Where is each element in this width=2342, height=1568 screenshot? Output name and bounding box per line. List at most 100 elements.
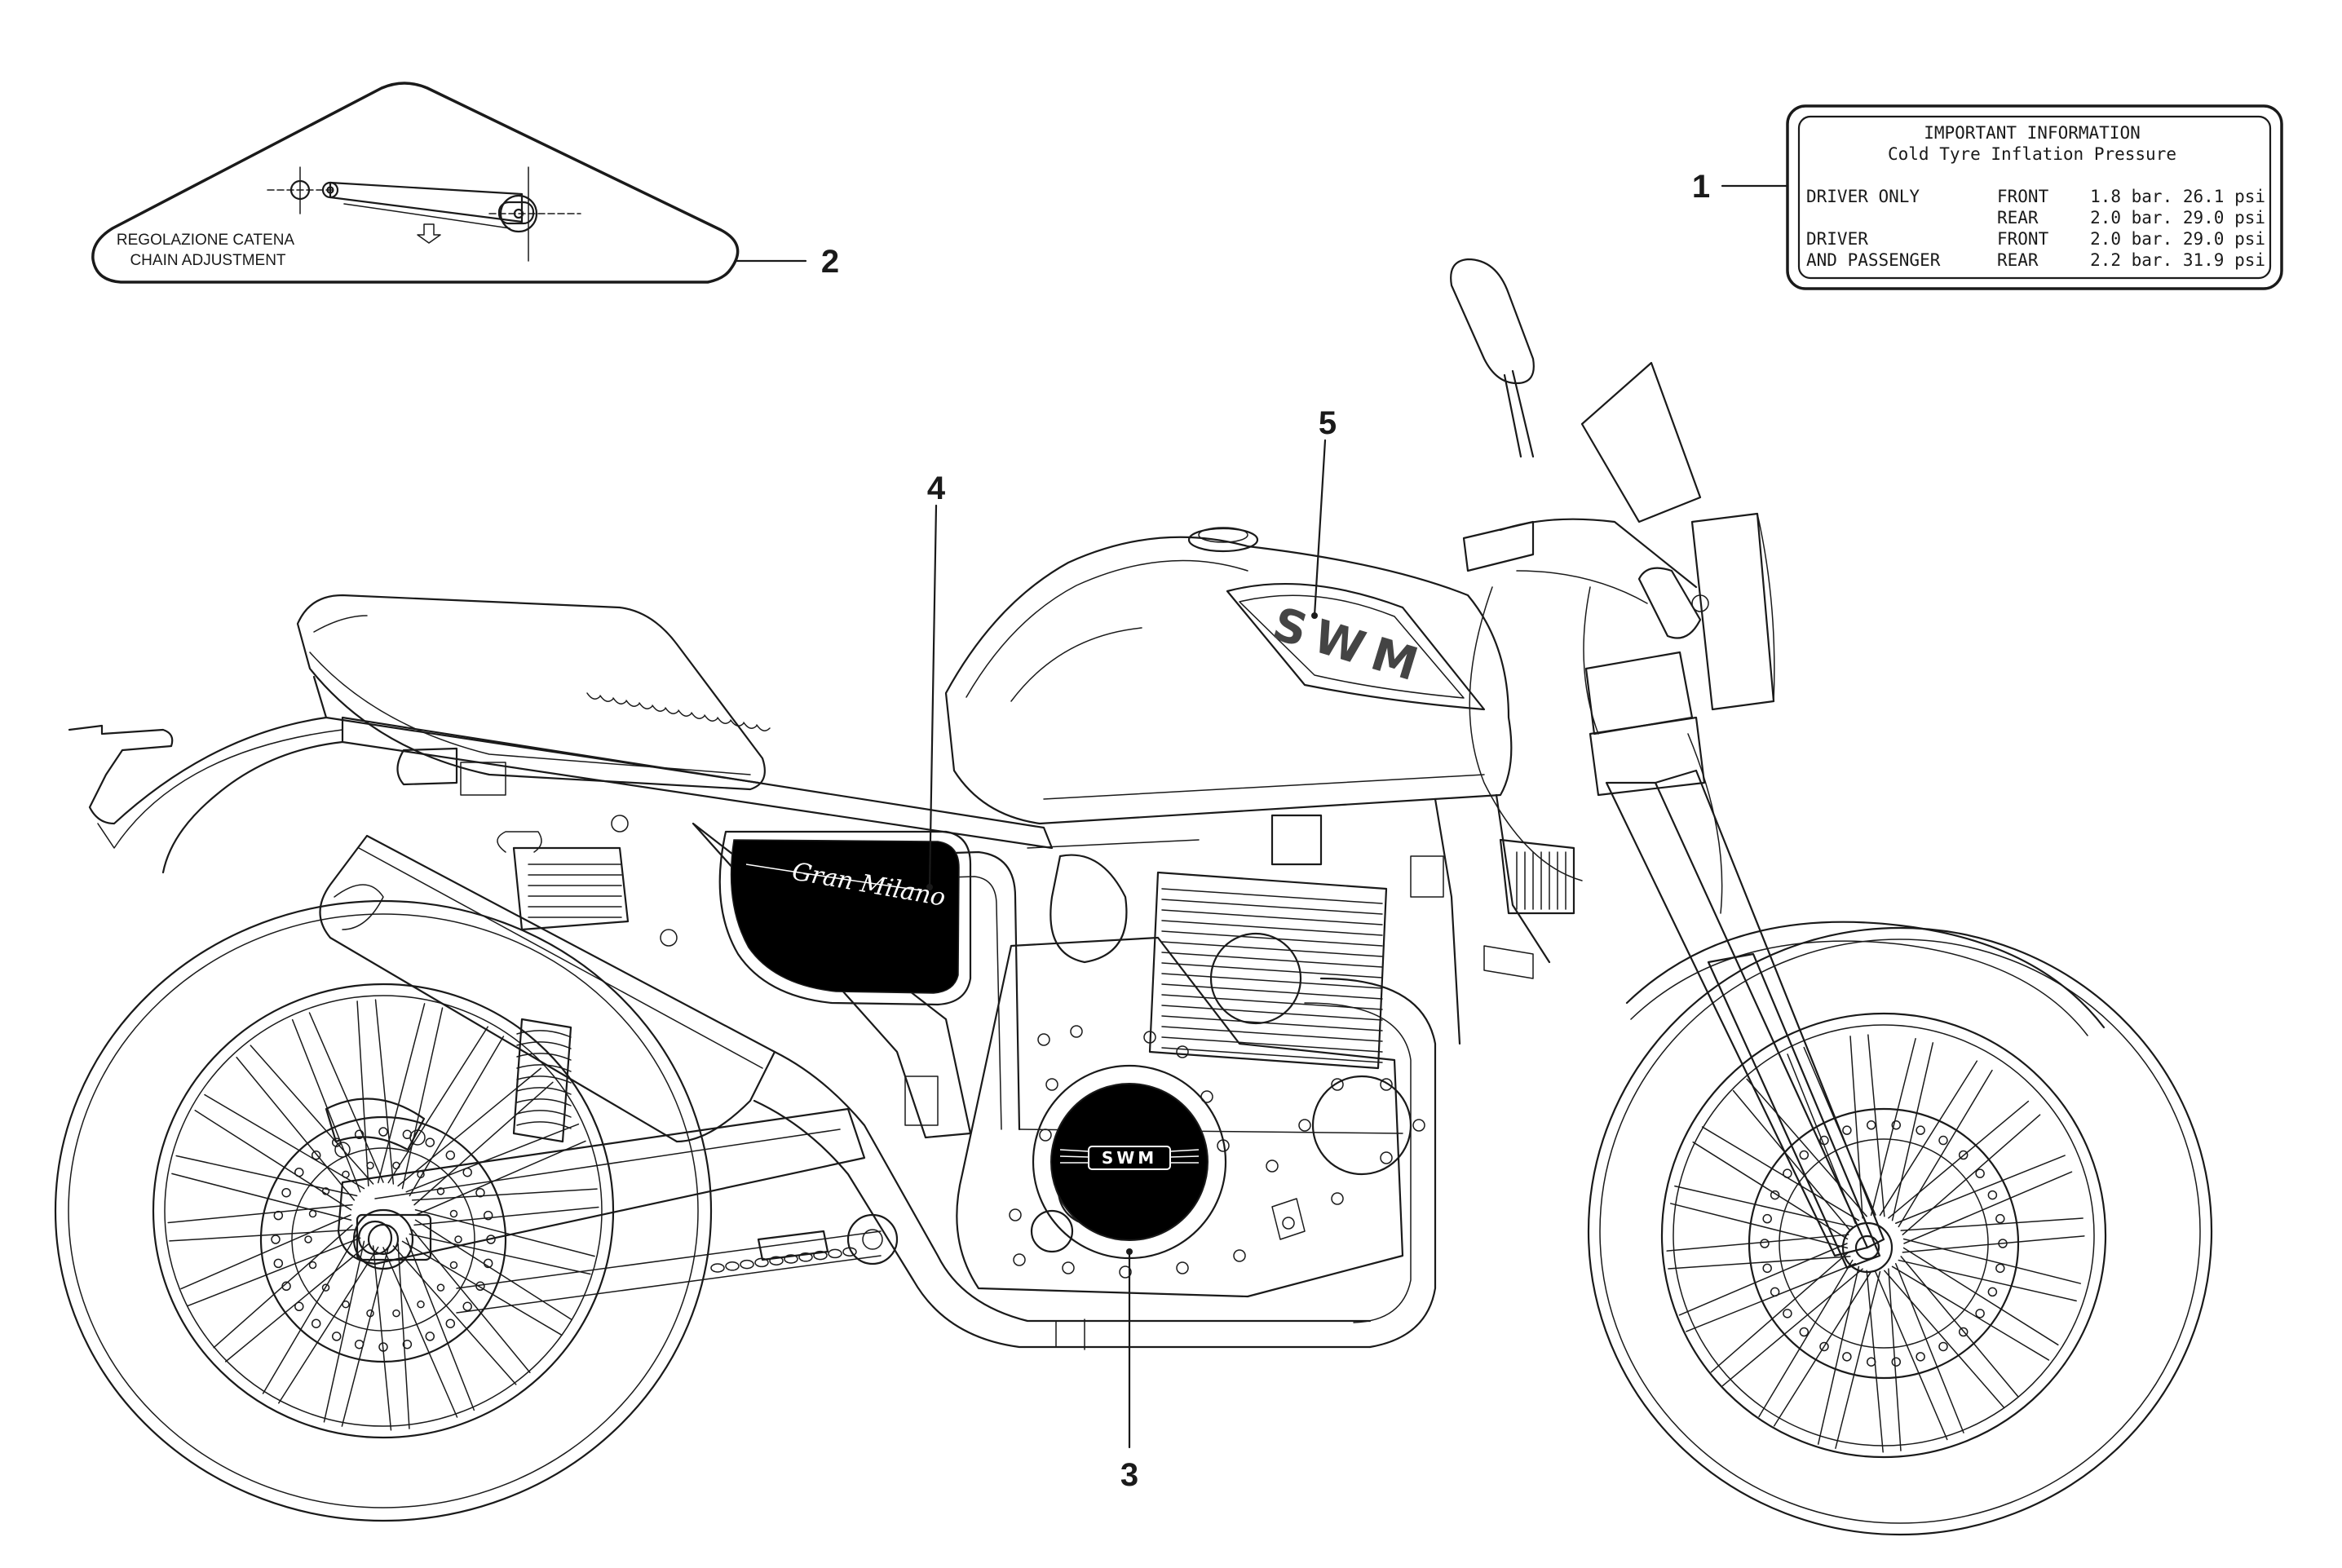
disc-hole <box>475 1187 485 1198</box>
seat-rib <box>665 707 679 714</box>
disc-hole <box>1762 1213 1772 1224</box>
tyre-row-wheel: FRONT <box>1997 229 2049 249</box>
spoke <box>356 1000 369 1187</box>
chain-link <box>784 1254 798 1264</box>
disc-hole <box>1995 1263 2005 1274</box>
spoke <box>1884 1270 2005 1409</box>
spoke <box>413 1081 554 1206</box>
spring-coil <box>516 1053 572 1061</box>
disc-hole <box>402 1339 413 1349</box>
spoke <box>1902 1235 2085 1253</box>
spoke <box>1902 1114 2041 1235</box>
spoke <box>1692 1141 1849 1240</box>
seat-rib <box>652 704 666 712</box>
tyre-row-pressure: 2.2 bar. 31.9 psi <box>2090 250 2265 270</box>
spoke <box>1721 1268 1863 1387</box>
spoke <box>175 1155 358 1197</box>
disc-hole <box>1770 1287 1780 1297</box>
tyre-pressure-label: IMPORTANT INFORMATION Cold Tyre Inflatio… <box>1786 104 2283 290</box>
disc-hole <box>321 1187 330 1195</box>
tyre-label-title: IMPORTANT INFORMATION <box>1924 123 2141 143</box>
spoke <box>1894 1155 2066 1225</box>
spoke <box>1710 1252 1849 1373</box>
spoke <box>1666 1234 1849 1252</box>
tyre-label-subtitle: Cold Tyre Inflation Pressure <box>1888 144 2176 164</box>
tyre-row-pressure: 2.0 bar. 29.0 psi <box>2090 229 2265 249</box>
front-brake-disc <box>1748 1107 2020 1380</box>
disc-hole <box>483 1210 493 1221</box>
disc-hole <box>1998 1239 2008 1248</box>
disc-hole <box>354 1339 365 1349</box>
disc-hole <box>1842 1125 1852 1135</box>
spoke <box>167 1204 353 1224</box>
disc-hole <box>294 1301 304 1312</box>
spoke <box>382 1247 458 1418</box>
chain-link <box>798 1252 813 1262</box>
rear-disc-holes <box>271 1127 496 1352</box>
disc-hole <box>1760 1239 1770 1248</box>
spring-coil <box>516 1098 572 1106</box>
spring-coil <box>516 1041 572 1049</box>
disc-hole <box>1938 1135 1948 1146</box>
disc-hole <box>271 1235 281 1244</box>
cylinder-fin <box>1161 920 1383 936</box>
disc-hole <box>1891 1120 1902 1130</box>
instrument-cluster <box>1580 361 1702 523</box>
disc-hole <box>1891 1357 1902 1367</box>
spoke <box>413 1206 599 1226</box>
chain-link <box>725 1261 740 1271</box>
cover-bolt <box>1282 1217 1295 1230</box>
side-panel: Gran Milano <box>718 830 972 1006</box>
spoke <box>405 1237 475 1411</box>
rear-wheel-spokes <box>167 999 599 1431</box>
chain-link <box>813 1250 828 1261</box>
seat-rib <box>717 717 731 724</box>
spoke <box>262 1233 358 1394</box>
fuel-tank: SWM <box>944 527 1513 825</box>
callout-3: 3 <box>1120 1457 1138 1493</box>
spoke <box>1900 1256 2019 1398</box>
disc-hole <box>1866 1357 1876 1367</box>
disc-hole <box>445 1151 456 1160</box>
disc-hole <box>1987 1287 1998 1297</box>
seat-rib <box>743 722 758 729</box>
spoke <box>411 1229 531 1373</box>
disc-hole <box>1783 1309 1792 1318</box>
cover-bolt <box>1070 1025 1083 1038</box>
cylinder-fin <box>1161 962 1383 978</box>
callout-4: 4 <box>927 470 946 506</box>
spoke <box>372 1245 392 1431</box>
spoke <box>1898 1259 2077 1302</box>
exhaust <box>319 834 1437 1350</box>
spring-coil <box>516 1087 572 1095</box>
disc-hole <box>1799 1150 1810 1160</box>
spoke <box>291 1018 361 1193</box>
spoke <box>1902 1247 2059 1346</box>
spring-coil <box>516 1121 572 1129</box>
chain-link <box>828 1248 842 1259</box>
spoke <box>1835 1270 1881 1450</box>
cylinder-fin <box>1161 1026 1383 1042</box>
cover-bolt <box>1233 1249 1246 1262</box>
rear-shock <box>512 1018 572 1143</box>
disc-hole <box>294 1167 304 1177</box>
chain-link <box>710 1263 725 1273</box>
disc-hole <box>1958 1327 1969 1337</box>
disc-hole <box>436 1187 445 1195</box>
spoke <box>1903 1171 2073 1244</box>
seat-rib <box>612 697 627 704</box>
cover-bolt <box>1039 1129 1052 1142</box>
chain-label-line1: REGOLAZIONE CATENA <box>117 232 295 249</box>
disc-hole <box>273 1258 284 1269</box>
cover-bolt <box>1045 1078 1058 1091</box>
spoke <box>415 1140 586 1216</box>
cover-bolt <box>1331 1192 1344 1205</box>
spring-coil <box>516 1110 572 1118</box>
disc-hole <box>425 1332 435 1341</box>
spoke <box>308 1012 384 1183</box>
spoke <box>180 1214 351 1290</box>
disc-hole <box>462 1167 472 1177</box>
callout-2: 2 <box>821 244 839 280</box>
spoke <box>397 1243 410 1429</box>
